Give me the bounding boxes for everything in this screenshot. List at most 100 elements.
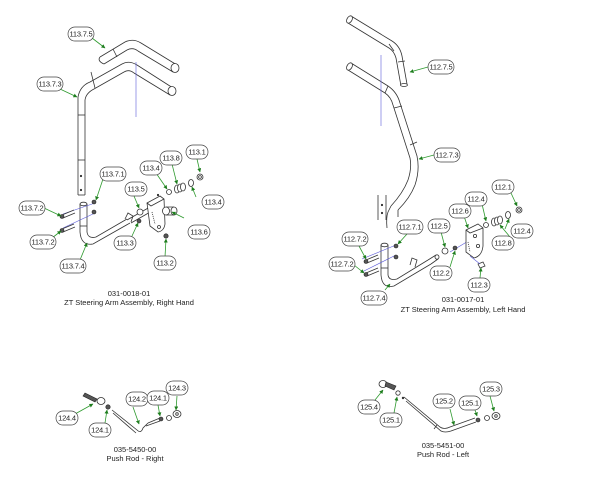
callout-113-5: 113.5 (124, 181, 148, 197)
washer-112-4b (505, 211, 511, 219)
callout-label: 113.7.2 (20, 204, 43, 213)
callout-label: 125.1 (382, 416, 400, 425)
assembly-part-number: 031-0018-01 (108, 289, 151, 298)
callout-112-7-5: 112.7.5 (427, 59, 455, 75)
main-arm-part-left (346, 62, 419, 229)
callout-113-3: 113.3 (113, 235, 137, 251)
callout-bubble (159, 150, 183, 166)
callout-bubble (464, 191, 488, 207)
callout-112-5: 112.5 (427, 218, 451, 234)
callout-label: 112.7.5 (429, 63, 452, 72)
washer-113-4b (188, 179, 194, 187)
callout-bubble (185, 144, 209, 160)
push-rod-right-drawing (82, 392, 182, 434)
callout-bubble (467, 277, 491, 293)
callout-bubble (458, 395, 482, 411)
callout-124-1: 124.1 (146, 390, 170, 406)
callout-label: 125.3 (482, 385, 500, 394)
callout-bubble (165, 380, 189, 396)
callout-113-2: 113.2 (153, 255, 177, 271)
callout-label: 112.7.2 (343, 235, 366, 244)
callout-label: 113.3 (116, 239, 133, 248)
callout-bubble (491, 179, 515, 195)
callout-label: 113.1 (188, 148, 205, 157)
callout-bubble (433, 147, 461, 163)
washer-113-4a (166, 189, 172, 195)
callout-bubble (328, 256, 356, 272)
callout-bubble (124, 181, 148, 197)
callout-bubble (99, 166, 127, 182)
callout-label: 113.7.5 (69, 30, 92, 39)
callout-112-7-3: 112.7.3 (433, 147, 461, 163)
callout-125-1: 125.1 (458, 395, 482, 411)
callout-label: 112.3 (470, 281, 487, 290)
bracket-part-left (465, 223, 484, 259)
callout-label: 112.6 (451, 207, 468, 216)
bolt-113-7-2-lower (59, 223, 76, 233)
callout-113-1: 113.1 (185, 144, 209, 160)
main-arm-part (77, 61, 177, 196)
callout-112-1: 112.1 (491, 179, 515, 195)
callout-bubble (59, 258, 87, 274)
callout-125-1: 125.1 (379, 412, 403, 428)
callout-bubble (113, 235, 137, 251)
callout-112-2: 112.2 (429, 265, 453, 281)
callout-bubble (88, 422, 112, 438)
bolt-112-7-2-lower (363, 267, 380, 277)
lower-arm-part-left (361, 239, 471, 287)
spring-112-8 (491, 215, 503, 227)
callout-125-4: 125.4 (357, 399, 381, 415)
callout-113-7-2: 113.7.2 (18, 200, 46, 216)
callout-113-4: 113.4 (139, 160, 163, 176)
callout-label: 125.4 (360, 403, 378, 412)
callout-113-8: 113.8 (159, 150, 183, 166)
callout-124-3: 124.3 (165, 380, 189, 396)
callout-label: 113.4 (204, 198, 221, 207)
callout-bubble (396, 219, 424, 235)
callout-label: 125.2 (435, 397, 453, 406)
nut-113-7-1 (91, 199, 97, 205)
bushing-112-2 (452, 245, 458, 251)
callout-label: 124.1 (149, 394, 167, 403)
callout-112-4: 112.4 (464, 191, 488, 207)
callout-label: 113.5 (127, 185, 144, 194)
callout-bubble (357, 399, 381, 415)
callout-112-7-2: 112.7.2 (341, 231, 369, 247)
spring-113-8 (174, 182, 186, 194)
callout-113-4: 113.4 (201, 194, 225, 210)
callout-label: 124.1 (91, 426, 109, 435)
callout-label: 113.2 (156, 259, 173, 268)
callout-112-3: 112.3 (467, 277, 491, 293)
callout-bubble (360, 290, 388, 306)
callout-label: 112.4 (513, 227, 530, 236)
callout-label: 113.7.2 (31, 238, 54, 247)
callout-bubble (427, 218, 451, 234)
callout-bubble (187, 224, 211, 240)
callout-124-2: 124.2 (125, 391, 149, 407)
callout-label: 112.7.3 (435, 151, 458, 160)
callout-label: 112.1 (494, 183, 511, 192)
callout-label: 112.8 (494, 239, 511, 248)
callout-label: 124.2 (128, 395, 146, 404)
bushing-113-3 (136, 218, 142, 224)
callout-label: 124.4 (58, 414, 76, 423)
callout-bubble (448, 203, 472, 219)
callout-label: 112.5 (430, 222, 447, 231)
washer-113-5 (136, 208, 144, 216)
callout-bubble (153, 255, 177, 271)
callout-113-7-3: 113.7.3 (36, 76, 64, 92)
callout-bubble (55, 410, 79, 426)
callout-112-8: 112.8 (491, 235, 515, 251)
callout-bubble (139, 160, 163, 176)
callout-125-3: 125.3 (479, 381, 503, 397)
callout-label: 113.7.4 (61, 262, 84, 271)
callout-label: 125.1 (461, 399, 479, 408)
callout-label: 112.7.1 (398, 223, 421, 232)
left-hand-assembly (346, 15, 523, 287)
assembly-part-number: 035-5451-00 (422, 441, 465, 450)
callout-bubble (432, 393, 456, 409)
assembly-part-number: 035-5450-00 (114, 445, 157, 454)
callout-113-7-1: 113.7.1 (99, 166, 127, 182)
callout-label: 113.7.1 (101, 170, 124, 179)
leader-lines (43, 37, 518, 426)
